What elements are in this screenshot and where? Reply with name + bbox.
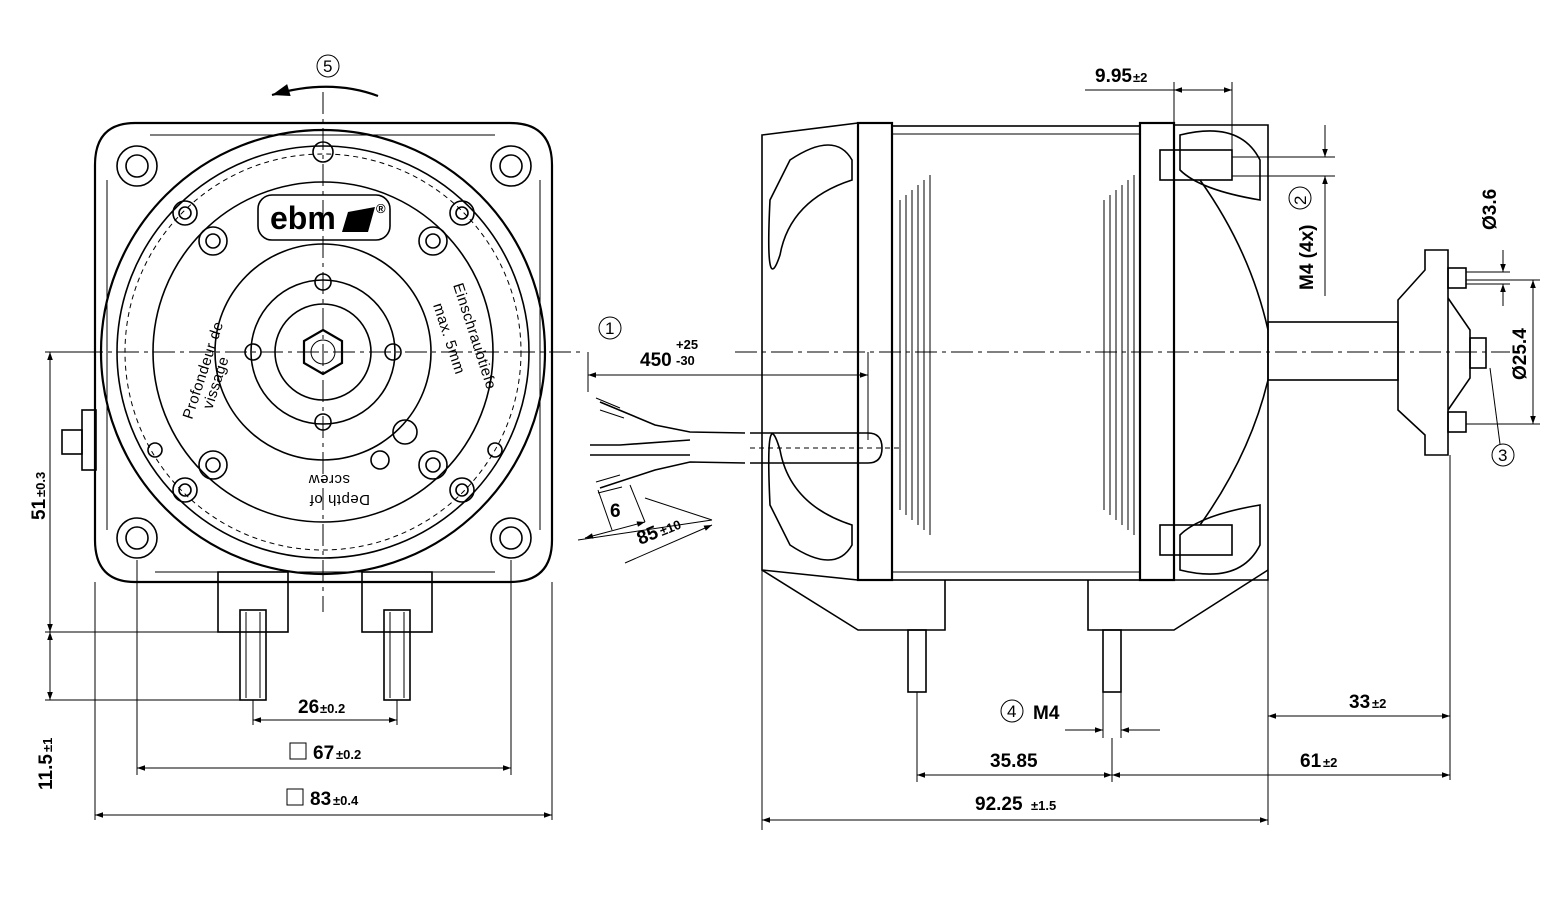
dim-92-25-tol: ±1.5 <box>1031 798 1056 813</box>
dim-26-tol: ±0.2 <box>320 701 345 716</box>
dim-11-5: 11.5 <box>36 754 57 790</box>
dim-33-tol: ±2 <box>1372 696 1386 711</box>
callout-2: 2 <box>1291 196 1310 205</box>
ebm-logo-text: ebm <box>270 200 336 236</box>
dim-61: 61 <box>1300 751 1322 772</box>
front-dimensions: 51 ±0.3 11.5 ±1 26 ±0.2 67 ±0.2 83 ±0.4 <box>29 351 553 820</box>
dim-m4-4x: M4 (4x) <box>1297 225 1318 290</box>
dim-92-25: 92.25 <box>975 794 1023 815</box>
dim-33: 33 <box>1349 692 1370 713</box>
dim-9-95: 9.95 <box>1095 66 1132 87</box>
callout-4: 4 <box>1007 702 1016 721</box>
dim-67-tol: ±0.2 <box>336 747 361 762</box>
callout-1: 1 <box>605 319 614 338</box>
dim-dia-25-4: Ø25.4 <box>1510 328 1531 380</box>
dim-51-tol: ±0.3 <box>33 472 48 497</box>
rotation-arrow-icon <box>271 84 379 98</box>
marking-screw: screw <box>308 471 350 488</box>
front-view: ebm ® Profondeur de vissage Einschraubti… <box>45 84 580 701</box>
dim-51: 51 <box>29 498 50 520</box>
dim-61-tol: ±2 <box>1323 755 1337 770</box>
dim-11-5-tol: ±1 <box>40 738 55 752</box>
dim-26: 26 <box>298 697 319 718</box>
side-view <box>735 121 1510 693</box>
side-dimensions: 9.95 ±2 M4 (4x) Ø3.6 Ø25.4 M4 33 ±2 <box>761 66 1540 830</box>
dim-85-tol: ±10 <box>658 517 684 539</box>
dim-dia-3-6: Ø3.6 <box>1480 189 1501 230</box>
dim-9-95-tol: ±2 <box>1133 70 1147 85</box>
dim-6: 6 <box>610 501 621 522</box>
registered-mark: ® <box>376 201 386 216</box>
callout-5: 5 <box>323 57 332 76</box>
dim-m4: M4 <box>1033 703 1060 724</box>
dim-83: 83 <box>310 789 331 810</box>
dim-450-tol-plus: +25 <box>676 337 698 352</box>
ebm-logo-icon <box>342 207 375 232</box>
dim-35-85: 35.85 <box>990 751 1038 772</box>
dim-83-tol: ±0.4 <box>333 793 359 808</box>
dim-450: 450 <box>640 350 672 371</box>
marking-depth-of: Depth of <box>309 491 370 508</box>
dim-450-tol-minus: -30 <box>676 353 695 368</box>
callout-3: 3 <box>1498 446 1507 465</box>
dim-67: 67 <box>313 743 334 764</box>
